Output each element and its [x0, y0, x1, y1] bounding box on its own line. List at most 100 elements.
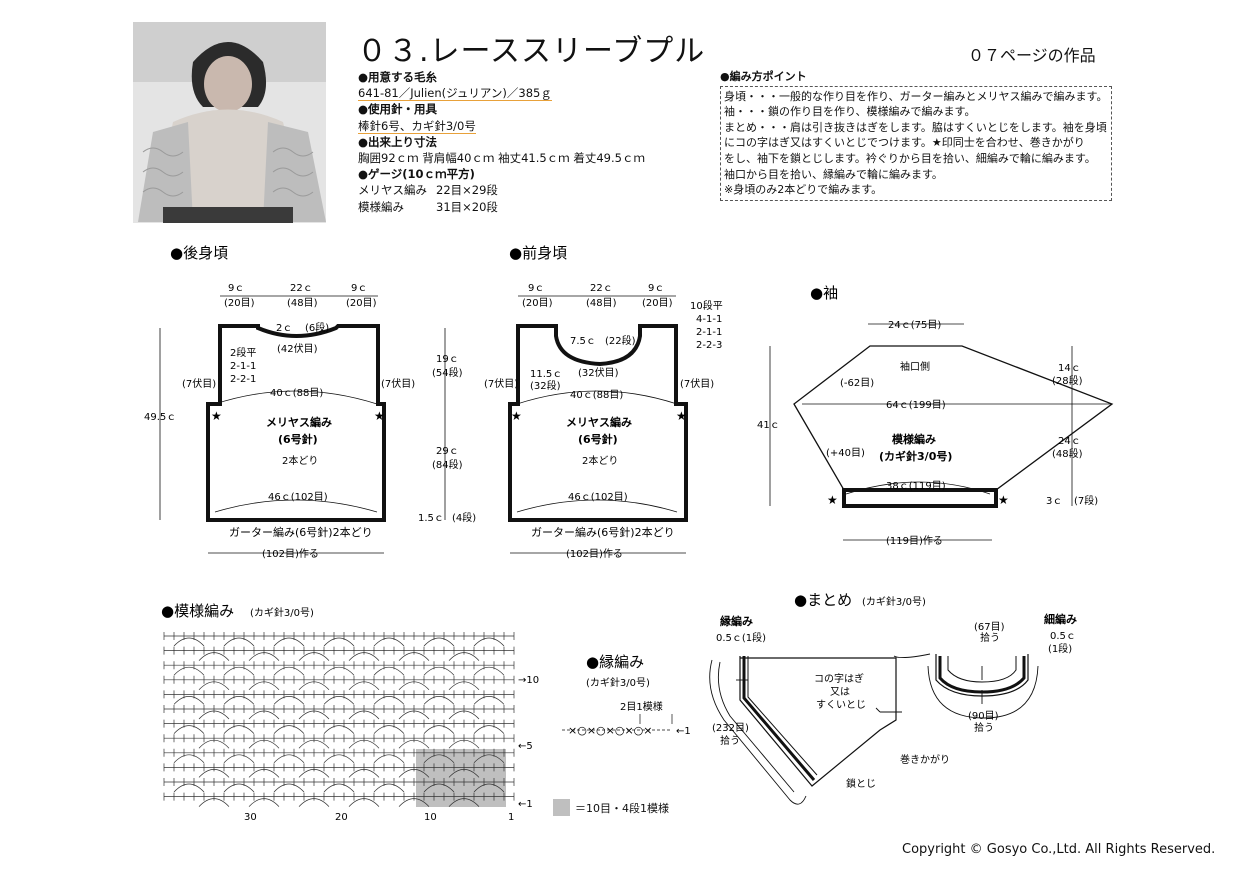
back-dim: 1.5ｃ — [418, 513, 444, 524]
pattern-arc — [423, 696, 455, 705]
back-dim: (20目) — [346, 298, 377, 309]
finishing-label: 細編み — [1044, 612, 1077, 626]
points-box: 身頃・・・一般的な作り目を作り、ガーター編みとメリヤス編みで編みます。 袖・・・… — [720, 85, 1112, 201]
front-dim: (48目) — [586, 298, 617, 309]
pattern-arc — [323, 754, 355, 764]
front-dim: 10段平 — [690, 299, 723, 312]
gauge-row: メリヤス編み 22目×29段 — [358, 182, 688, 198]
gauge-value: 31目×20段 — [436, 199, 498, 214]
pattern-arc — [373, 696, 405, 705]
front-dim: (7伏目) — [484, 377, 518, 390]
front-dim: 9ｃ — [528, 283, 544, 294]
points-line: ※身頃のみ2本どりで編みます。 — [724, 183, 883, 197]
sleeve-chain: (119目)作る — [886, 535, 943, 547]
front-strands: 2本どり — [582, 454, 618, 467]
front-dim: (32段) — [530, 379, 561, 392]
points-line: 袖・・・鎖の作り目を作り、模様編みで編みます。 — [724, 105, 976, 119]
front-dim: 11.5ｃ — [530, 369, 562, 380]
pattern-arc — [223, 754, 255, 764]
points-line: 身頃・・・一般的な作り目を作り、ガーター編みとメリヤス編みで編みます。 — [724, 89, 1108, 103]
back-fabric: メリヤス編み — [266, 415, 332, 429]
back-dim: 9ｃ — [228, 283, 244, 294]
pattern-col-label: 10 — [424, 812, 437, 823]
finishing-label: 0.5ｃ — [1050, 631, 1076, 642]
front-dim: (22段) — [605, 334, 636, 347]
sleeve-dim: 14ｃ — [1058, 363, 1081, 374]
finishing-label: 0.5ｃ(1段) — [716, 631, 766, 644]
pattern-arc — [473, 754, 505, 764]
pattern-arc — [173, 725, 205, 734]
section-sleeve: ●袖 — [810, 284, 838, 302]
finishing-label: 巻きかがり — [900, 753, 950, 766]
star-icon: ★ — [511, 409, 522, 423]
model-photo-drawing — [133, 22, 326, 223]
gauge-name: メリヤス編み — [358, 183, 427, 198]
pattern-col-label: 20 — [335, 812, 348, 823]
sleeve-dim: 64ｃ(199目) — [886, 400, 946, 411]
section-back: ●後身頃 — [170, 244, 228, 262]
edging-row-label: ←1 — [676, 726, 691, 737]
finishing-label: (67目) — [974, 622, 1005, 633]
sleeve-dim: (-62目) — [840, 378, 874, 389]
pattern-arc — [323, 666, 355, 676]
back-dim: 2-1-1 — [230, 361, 256, 372]
legend-swatch — [553, 799, 570, 816]
needles-heading: ●使用針・用具 — [358, 102, 438, 117]
front-dim: (7伏目) — [680, 377, 714, 390]
needles-value: 棒針6号、カギ針3/0号 — [358, 118, 476, 134]
back-dim: 29ｃ — [436, 446, 459, 457]
front-dim: (20目) — [522, 298, 553, 309]
pattern-arc — [223, 696, 255, 705]
pattern-arc — [223, 783, 255, 793]
back-dim: 22ｃ — [290, 283, 313, 294]
pattern-arc — [173, 783, 205, 793]
front-dim: 22ｃ — [590, 283, 613, 294]
back-diagram: 9ｃ (20目) 22ｃ (48目) 9ｃ (20目) 2ｃ (6段) (42伏… — [144, 283, 476, 560]
pattern-arc — [173, 666, 205, 676]
back-garter: ガーター編み(6号針)2本どり — [229, 525, 373, 539]
pattern-row-label: ←5 — [518, 741, 533, 752]
copyright: Copyright © Gosyo Co.,Ltd. All Rights Re… — [902, 842, 1216, 857]
sleeve-fabric: 模様編み — [892, 432, 936, 446]
sleeve-dim: 24ｃ — [1058, 436, 1081, 447]
pattern-arc — [273, 754, 305, 764]
pattern-arc — [173, 696, 205, 705]
pattern-arc — [323, 783, 355, 793]
front-diagram: 9ｃ (20目) 22ｃ (48目) 9ｃ (20目) 7.5ｃ (22段) (… — [484, 283, 723, 560]
pattern-arc — [423, 754, 455, 764]
back-dim: (54段) — [432, 366, 463, 379]
back-dim: 2-2-1 — [230, 374, 256, 385]
size-value: 胸囲92ｃｍ 背肩幅40ｃｍ 袖丈41.5ｃｍ 着丈49.5ｃｍ — [358, 151, 645, 166]
finishing-label: (1段) — [1048, 642, 1072, 655]
pattern-row-label: ←1 — [518, 799, 533, 810]
sleeve-dim: 38ｃ(119目) — [886, 481, 946, 492]
finishing-label: 鎖とじ — [846, 777, 876, 790]
section-finishing-note: (カギ針3/0号) — [862, 595, 926, 608]
front-dim: 4-1-1 — [696, 314, 722, 325]
sleeve-cuff — [842, 488, 998, 508]
back-strands: 2本どり — [282, 454, 318, 467]
finishing-label: (90目) — [968, 711, 999, 722]
gauge-row: 模様編み 31目×20段 — [358, 199, 688, 215]
edging-repeat: 2目1模様 — [620, 700, 663, 713]
edging-symbols: ×○×○×○×○× — [568, 724, 652, 737]
gauge-heading: ●ゲージ(10ｃｍ平方) — [358, 167, 475, 182]
back-dim: 9ｃ — [351, 283, 367, 294]
section-pattern: ●模様編み — [161, 602, 234, 620]
pattern-arc — [323, 637, 355, 647]
page-title: ０３.レーススリーブプル — [357, 34, 706, 69]
pattern-arc — [473, 696, 505, 705]
sleeve-dim: (7段) — [1074, 494, 1098, 507]
knitting-points: ●編み方ポイント 身頃・・・一般的な作り目を作り、ガーター編みとメリヤス編みで編… — [720, 69, 1112, 201]
pattern-arc — [373, 637, 405, 647]
front-cast-on: (102目)作る — [566, 548, 623, 560]
pattern-arc — [173, 637, 205, 647]
points-line: まとめ・・・肩は引き抜きはぎをします。脇はすくいとじをします。袖を身頃 — [724, 120, 1107, 134]
back-dim: 46ｃ(102目) — [268, 492, 328, 503]
pattern-repeat-highlight — [416, 749, 506, 807]
sleeve-dim: 袖口側 — [900, 360, 930, 373]
front-dim: 7.5ｃ — [570, 336, 596, 347]
gauge-value: 22目×29段 — [436, 183, 498, 198]
pattern-arc — [223, 637, 255, 647]
pattern-chart: →10 ←5 ←1 30 20 10 1 — [163, 632, 539, 823]
